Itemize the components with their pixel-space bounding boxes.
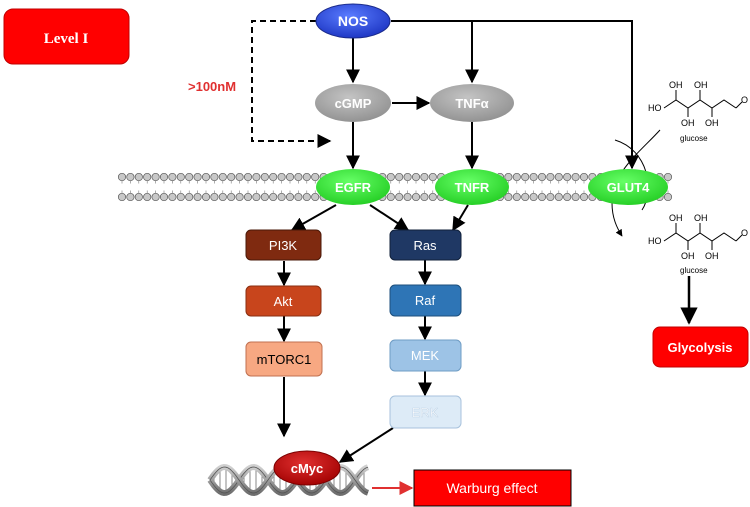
mek-node: MEK <box>389 339 462 372</box>
egfr-pi3k-arrow <box>290 204 337 231</box>
tnfr-node: TNFR <box>435 169 509 205</box>
akt-label: Akt <box>274 294 293 309</box>
pathway-arrows <box>251 20 698 463</box>
level-badge: Level I <box>3 8 130 65</box>
mtorc1-node: mTORC1 <box>245 341 323 377</box>
nos-glut4-arrow <box>472 20 639 170</box>
erk-label: ERK <box>412 405 439 420</box>
warburg-label: Warburg effect <box>446 480 537 496</box>
glucose-top-label: glucose <box>680 134 708 143</box>
nos-tnfa-arrow <box>391 20 479 84</box>
tnfr-label: TNFR <box>455 180 490 195</box>
tnfa-label: TNFα <box>455 96 488 111</box>
pi3k-node: PI3K <box>245 229 322 261</box>
tnfr-ras-arrow <box>452 204 469 232</box>
glycolysis-label: Glycolysis <box>667 340 732 355</box>
glucose-bottom-oh-4: OH <box>705 251 719 261</box>
cgmp-label: cGMP <box>335 96 372 111</box>
glycolysis-box: Glycolysis <box>652 326 749 368</box>
glucose-bottom-oh-3: OH <box>681 251 695 261</box>
glucose-bottom-ho: HO <box>648 236 662 246</box>
raf-label: Raf <box>415 293 436 308</box>
glucose-top-ho: HO <box>648 103 662 113</box>
pi3k-label: PI3K <box>269 238 298 253</box>
level-label: Level I <box>44 31 89 47</box>
egfr-node: EGFR <box>316 169 390 205</box>
nos-egfr-dashed-arrow <box>251 20 332 148</box>
erk-cmyc-arrow <box>338 427 394 463</box>
glucose-bottom-o: O <box>741 228 748 238</box>
cgmp-node: cGMP <box>315 84 391 122</box>
glucose-bottom-oh-1: OH <box>669 213 683 223</box>
mtorc1-label: mTORC1 <box>257 352 312 367</box>
tnfa-node: TNFα <box>430 84 514 122</box>
egfr-ras-arrow <box>369 204 410 231</box>
glut4-node: GLUT4 <box>588 169 668 205</box>
glucose-top-oh-4: OH <box>705 118 719 128</box>
glucose-top-oh-2: OH <box>694 80 708 90</box>
raf-node: Raf <box>389 284 462 317</box>
glucose-structure-bottom: HO OH OH OH OH O glucose <box>648 213 748 275</box>
cmyc-label: cMyc <box>291 461 324 476</box>
ras-node: Ras <box>389 229 462 261</box>
glucose-bottom-label: glucose <box>680 266 708 275</box>
glucose-bottom-oh-2: OH <box>694 213 708 223</box>
warburg-box: Warburg effect <box>413 469 572 507</box>
concentration-label: >100nM <box>188 79 236 94</box>
akt-node: Akt <box>245 285 322 317</box>
glucose-top-o: O <box>741 95 748 105</box>
nos-node: NOS <box>315 3 391 39</box>
egfr-label: EGFR <box>335 180 372 195</box>
erk-node: ERK <box>389 395 462 429</box>
glucose-top-oh-3: OH <box>681 118 695 128</box>
glucose-top-oh-1: OH <box>669 80 683 90</box>
cmyc-node: cMyc <box>273 450 341 486</box>
ras-label: Ras <box>413 238 437 253</box>
mek-label: MEK <box>411 348 440 363</box>
glucose-structure-top: HO OH OH OH OH O glucose <box>648 80 748 143</box>
nos-label: NOS <box>338 13 368 29</box>
glut4-label: GLUT4 <box>607 180 650 195</box>
